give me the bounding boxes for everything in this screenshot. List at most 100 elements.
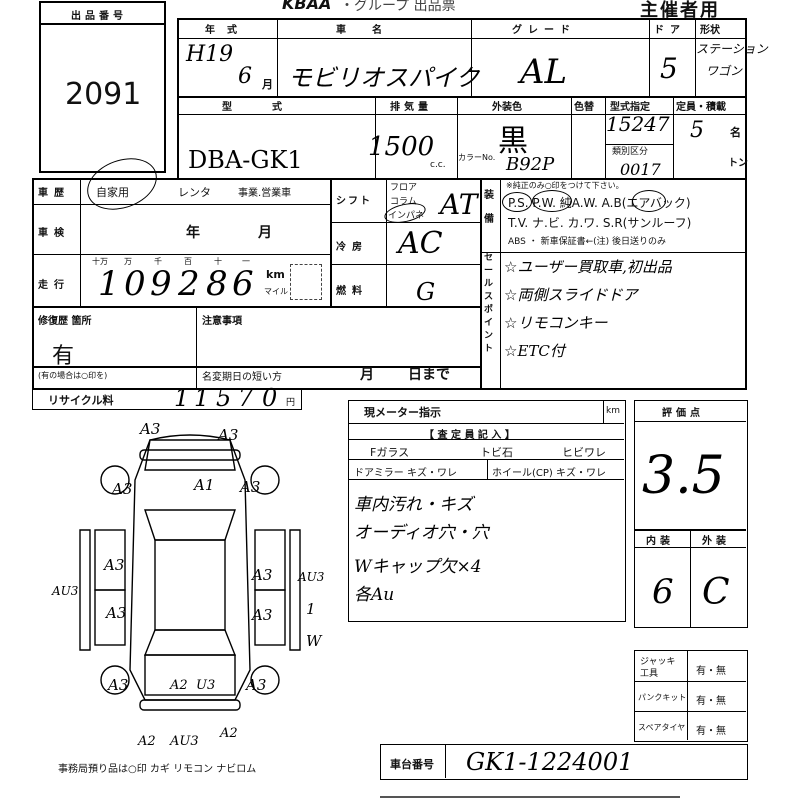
puncture-kit-label: パンクキット: [638, 693, 687, 702]
score-box: [634, 400, 748, 628]
scan-edge-line: [380, 796, 680, 798]
repair-history-note: (有の場合は○印を): [38, 371, 108, 380]
name-change-day: 日まで: [408, 367, 450, 383]
jack-value: 有・無: [696, 666, 726, 677]
inspector-note-4: 各Au: [354, 585, 395, 605]
shift-value: AT: [440, 188, 478, 221]
mileage-unit-km: km: [266, 268, 285, 281]
car-left-rear-door: [94, 589, 126, 646]
class-label: 類別区分: [612, 147, 649, 157]
exterior-value: C: [702, 572, 730, 613]
year-era-value: H19: [186, 42, 234, 67]
exterior-color-value: 黒: [498, 124, 528, 159]
selling-point-1: ☆ユーザー買取車,初出品: [504, 258, 672, 276]
body-style-label: 形状: [700, 25, 720, 36]
mark-front-left: A3: [140, 420, 161, 438]
mileage-digit-label-1: 一: [242, 257, 250, 266]
door-mirror-label: ドアミラー キズ・ワレ: [354, 468, 457, 479]
mileage-label: 走行: [38, 280, 70, 291]
mark-right-pillar1: 1: [306, 600, 316, 618]
chassis-box: [380, 744, 748, 780]
organizer-label: 主催者用: [640, 0, 720, 21]
mileage-digit-label-100k: 十万: [92, 257, 108, 266]
car-wheel-rr: [250, 665, 280, 695]
mark-bumper-left: A2: [138, 734, 156, 749]
mark-bumper-center: AU3: [170, 734, 199, 749]
lot-number-value: 2091: [65, 77, 142, 112]
mileage-digit-label-10k: 万: [124, 257, 132, 266]
mark-right-door1: A3: [252, 566, 273, 584]
mark-left-door2: A3: [106, 604, 127, 622]
recycle-digit-5: 0: [262, 384, 278, 412]
capacity-value: 5: [690, 118, 704, 143]
repaint-label: 色替: [574, 102, 594, 113]
name-change-label: 名変期日の短い方: [202, 372, 282, 383]
doors-label: ドア: [654, 25, 686, 36]
mark-right-side-note: AU3: [298, 570, 325, 584]
body-style-line1: ステーション: [696, 42, 768, 56]
doors-value: 5: [660, 52, 678, 85]
mark-hood-right: A3: [240, 478, 261, 496]
mark-rear-right: A3: [246, 676, 267, 694]
car-trunk: [144, 654, 236, 696]
selling-points-label: セールスポイント: [484, 253, 494, 354]
mark-left-door1: A3: [104, 556, 125, 574]
mileage-digit-label-10: 十: [214, 257, 222, 266]
car-right-side-panel: [289, 529, 301, 651]
car-hood: [144, 434, 236, 471]
inspection-month-unit: 月: [258, 225, 272, 241]
type-code-label: 型式: [222, 102, 322, 113]
aircon-label: 冷房: [336, 242, 368, 253]
color-code-label: カラーNo.: [458, 153, 496, 162]
chassis-value: GK1-1224001: [466, 748, 634, 776]
model-value: モビリオスパイク: [288, 64, 480, 92]
car-wheel-rl: [100, 665, 130, 695]
displacement-label: 排気量: [390, 102, 432, 113]
recycle-digit-2: 1: [194, 384, 210, 412]
mileage-digit-label-1k: 千: [154, 257, 162, 266]
recycle-box: [32, 388, 302, 410]
car-wheel-fl: [100, 465, 130, 495]
equipment-label: 装備: [484, 190, 494, 225]
exterior-label: 外装: [702, 536, 730, 547]
jack-label-1: ジャッキ: [640, 657, 676, 667]
wheel-label: ホイール(CP) キズ・ワレ: [492, 468, 606, 479]
name-change-month: 月: [360, 367, 374, 383]
hibi-ware-label: ヒビワレ: [562, 446, 606, 459]
year-label: 年式: [205, 25, 249, 36]
selling-point-4: ☆ETC付: [504, 342, 565, 360]
lot-number-box: 出品番号 2091: [39, 1, 166, 173]
car-diagram: [79, 434, 301, 711]
mileage-unit-mile: マイル: [264, 287, 288, 296]
displacement-unit: c.c.: [430, 160, 446, 170]
footer-note: 事務局預り品は○印 カギ リモコン ナビロム: [58, 764, 257, 775]
shift-option-column: コラム: [390, 197, 417, 207]
chassis-label: 車台番号: [390, 758, 434, 771]
mileage-digit-5: 8: [206, 264, 228, 304]
repair-history-label: 修復歴 箇所: [38, 316, 92, 327]
type-code-value: DBA-GK1: [188, 146, 303, 174]
equipment-ab-circle: [632, 190, 666, 212]
mileage-stamp-box: [290, 264, 322, 300]
spare-tire-value: 有・無: [696, 726, 726, 737]
year-month-value: 6: [238, 64, 252, 89]
recycle-label: リサイクル料: [48, 394, 114, 407]
aircon-value: AC: [398, 226, 443, 261]
mileage-digit-3: 9: [150, 264, 172, 304]
equipment-row2: T.V. ナ.ビ. カ.ワ. S.R(サンルーフ): [508, 216, 692, 230]
details-box: [32, 178, 747, 390]
recycle-unit: 円: [286, 398, 296, 408]
recycle-digit-4: 7: [238, 384, 254, 412]
history-option-rental: レンタ: [178, 186, 211, 199]
lot-number-label: 出品番号: [71, 11, 127, 22]
recycle-digit-1: 1: [174, 384, 190, 412]
mark-rear-center2: U3: [196, 678, 216, 693]
ton-unit: トン: [728, 158, 748, 169]
car-front-bumper: [139, 449, 241, 461]
car-rear-bumper: [139, 699, 241, 711]
jack-label-2: 工具: [640, 669, 659, 679]
color-code-value: B92P: [506, 154, 555, 175]
mark-right-door2: A3: [252, 606, 273, 624]
exterior-color-label: 外装色: [492, 102, 522, 113]
mark-rear-left: A3: [108, 676, 129, 694]
